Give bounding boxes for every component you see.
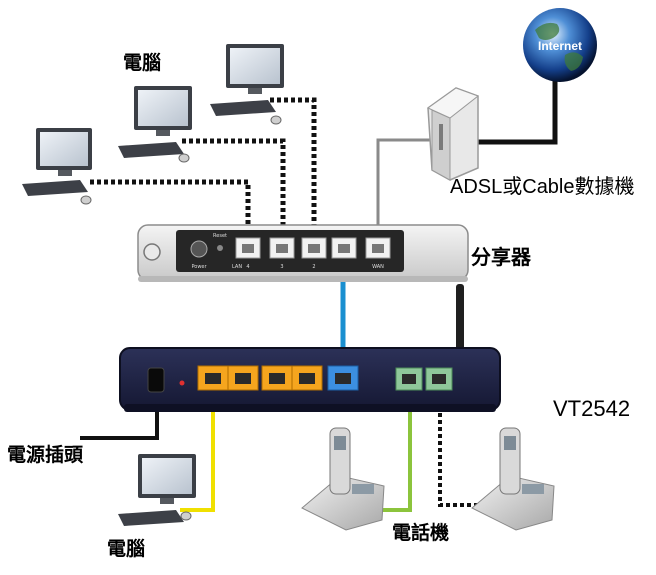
router-lan-label: LAN (232, 264, 242, 270)
router: Power Reset LAN 4 3 2 WAN (137, 224, 469, 282)
label-power-plug: 電源插頭 (7, 444, 84, 466)
vt2542-wan-port (327, 365, 359, 391)
label-modem: ADSL或Cable數據機 (450, 176, 635, 198)
router-lan-port-2 (301, 237, 327, 259)
router-reset-button (217, 245, 223, 251)
pc-bottom-cable (180, 385, 215, 512)
router-power-switch (143, 243, 161, 261)
computer-top-1 (22, 128, 92, 205)
router-reset-label: Reset (213, 233, 227, 239)
internet-globe: Internet (523, 8, 597, 82)
router-wan-label: WAN (372, 264, 384, 270)
modem (427, 87, 480, 181)
vt2542-led (179, 380, 185, 386)
internet-cable (470, 80, 558, 145)
vt2542-power-jack (147, 367, 165, 393)
pc1-cable (90, 179, 251, 238)
phone-1 (301, 427, 385, 531)
router-port-3-label: 3 (280, 264, 283, 270)
computer-top-3 (210, 44, 284, 125)
router-power-jack (190, 240, 208, 258)
router-power-label: Power (191, 264, 207, 270)
label-router: 分享器 (471, 245, 531, 269)
vt2542-phone-ports (395, 367, 453, 391)
globe-label: Internet (538, 39, 582, 53)
label-phones: 電話機 (392, 522, 450, 544)
label-pc-bottom: 電腦 (107, 538, 146, 560)
router-port-4-label: 4 (246, 264, 249, 270)
computer-bottom (118, 454, 196, 526)
wan-cable (376, 138, 432, 238)
computer-top-2 (118, 86, 192, 163)
phone2-cable (438, 385, 487, 507)
router-lan-port-1 (331, 237, 357, 259)
vt2542-device (119, 284, 501, 412)
router-lan-port-3 (269, 237, 295, 259)
router-lan-port-4 (235, 237, 261, 259)
pc2-cable (182, 138, 286, 238)
vt2542-lan-ports (197, 365, 323, 391)
router-port-2-label: 2 (312, 264, 315, 270)
label-pc-top: 電腦 (123, 52, 162, 74)
pc3-cable (270, 97, 317, 238)
label-device: VT2542 (553, 396, 631, 421)
phone1-cable (372, 385, 412, 512)
phone-2 (471, 427, 555, 531)
router-wan-port (365, 237, 391, 259)
